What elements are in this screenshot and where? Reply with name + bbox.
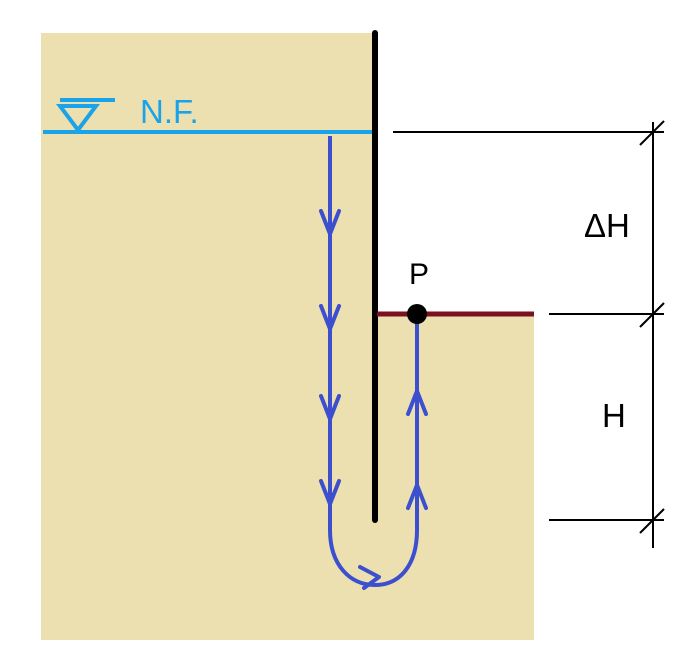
water-level-icon <box>56 98 115 134</box>
soil-mass <box>41 33 534 640</box>
arrowhead-icon <box>406 389 428 416</box>
water-level-label: N.F. <box>140 93 199 130</box>
arrowhead-icon <box>358 565 381 590</box>
arrowhead-icon <box>319 209 341 236</box>
flow-arrows-up <box>406 389 428 510</box>
head-difference-label: ΔH <box>584 207 630 244</box>
dimension-lines <box>393 120 665 548</box>
arrowhead-icon <box>319 479 341 506</box>
tick-mark <box>639 120 665 146</box>
flow-arrows-down <box>319 209 341 506</box>
tick-mark <box>639 302 665 328</box>
flow-path <box>328 136 419 587</box>
point-p-marker <box>407 304 427 324</box>
depth-label: H <box>602 397 626 434</box>
tick-mark <box>639 508 665 534</box>
point-p-label: P <box>409 258 429 291</box>
arrowhead-icon <box>319 304 341 331</box>
arrowhead-icon <box>319 394 341 421</box>
arrowhead-icon <box>406 483 428 510</box>
